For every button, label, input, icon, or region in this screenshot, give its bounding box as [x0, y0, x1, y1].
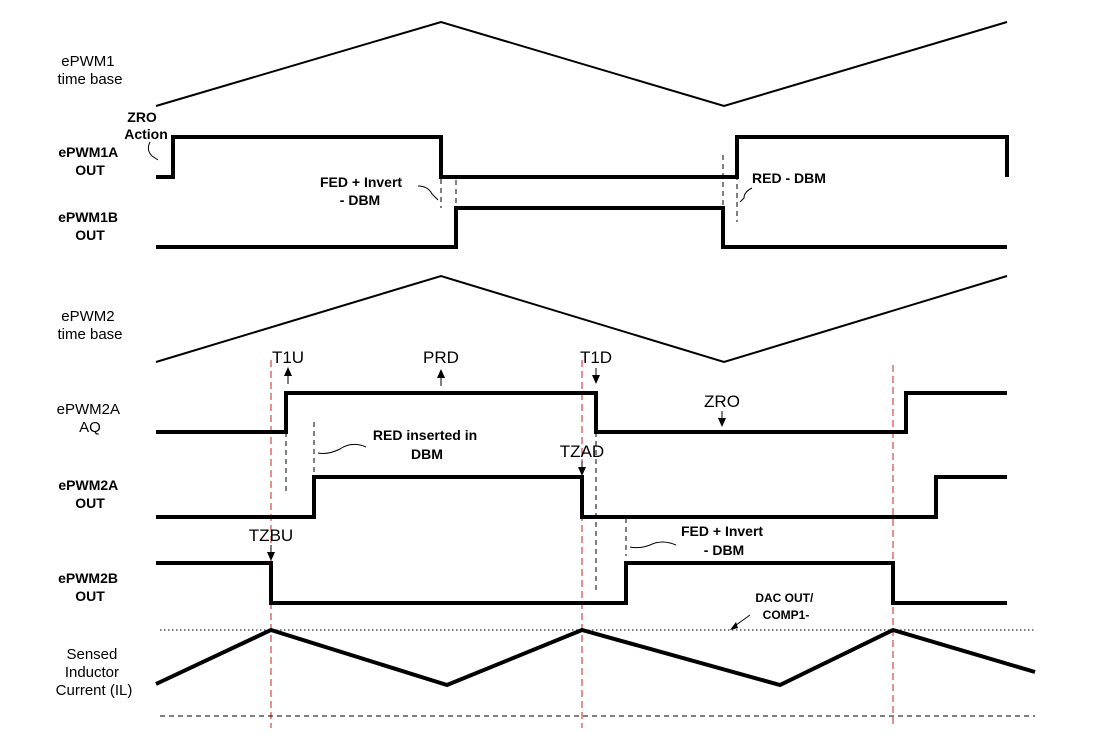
zro-label: ZRO — [704, 392, 740, 411]
red-dbm-leader — [739, 187, 753, 203]
prd-label: PRD — [423, 348, 459, 367]
inductor-current-label: Sensed Inductor Current (IL) — [56, 646, 133, 699]
epwm1a-out-label: ePWM1A OUT — [58, 144, 121, 178]
t1d-arrowhead — [592, 375, 600, 384]
prd-arrowhead — [437, 369, 445, 378]
red-inserted-annotation: RED inserted in DBM — [373, 427, 481, 462]
epwm2b-out-waveform — [156, 561, 1007, 605]
epwm2-time-base-label: ePWM2 time base — [57, 308, 122, 343]
zro-arrowhead — [718, 418, 726, 427]
fed-invert-dbm-1-annotation: FED + Invert - DBM — [320, 174, 406, 208]
zro-action-annotation: ZRO Action — [124, 109, 168, 142]
epwm1-time-base-label: ePWM1 time base — [57, 53, 122, 88]
epwm1b-out-label: ePWM1B OUT — [58, 209, 122, 243]
epwm1b-out-waveform — [156, 206, 1007, 249]
epwm2a-aq-waveform — [156, 391, 1007, 434]
zro-action-leader — [147, 141, 159, 161]
fed-invert-dbm-2-annotation: FED + Invert - DBM — [681, 523, 767, 558]
epwm1a-out-waveform — [156, 135, 1009, 179]
dac-out-annotation: DAC OUT/ COMP1- — [755, 591, 816, 622]
fed-invert-2-leader — [629, 541, 677, 549]
epwm2b-out-label: ePWM2B OUT — [58, 570, 122, 604]
tzbu-label: TZBU — [249, 526, 293, 545]
dac-out-arrowhead — [730, 622, 738, 630]
tzad-label: TZAD — [560, 442, 604, 461]
red-dbm-annotation: RED - DBM — [752, 170, 826, 186]
red-inserted-leader — [317, 443, 367, 454]
epwm2-time-base-waveform — [155, 274, 1008, 364]
tzbu-arrowhead — [267, 552, 275, 561]
t1d-label: T1D — [580, 348, 612, 367]
tzad-arrowhead — [578, 467, 586, 476]
epwm2a-out-waveform — [156, 475, 1007, 519]
t1u-arrowhead — [284, 367, 292, 376]
t1u-label: T1U — [272, 348, 304, 367]
epwm2a-out-label: ePWM2A OUT — [58, 477, 121, 511]
epwm2a-aq-label: ePWM2A AQ — [57, 401, 124, 436]
inductor-current-waveform — [155, 627, 1036, 688]
epwm1-time-base-waveform — [155, 20, 1008, 108]
fed-invert-1-leader — [417, 185, 439, 201]
